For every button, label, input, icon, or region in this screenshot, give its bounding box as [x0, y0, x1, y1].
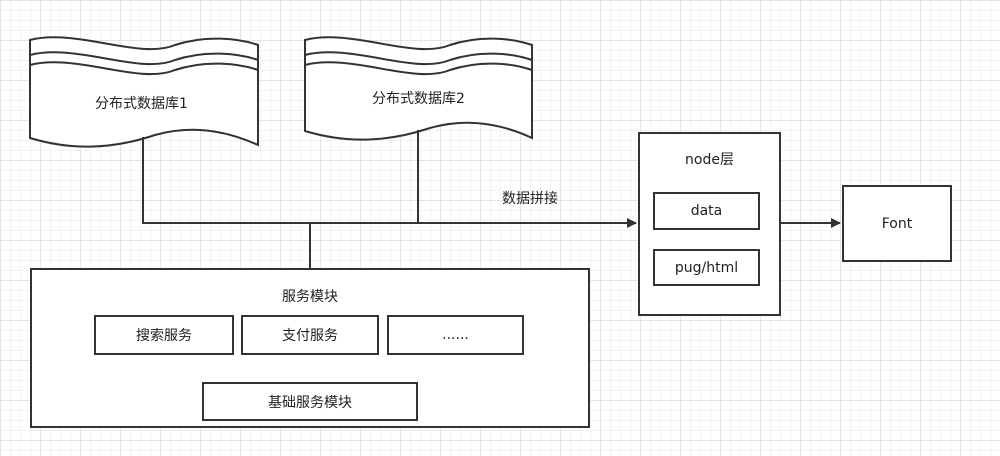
- font-box: Font: [842, 185, 952, 262]
- database-2-label: 分布式数据库2: [372, 91, 465, 107]
- node-layer-title: node层: [685, 152, 734, 168]
- database-2-shape: [304, 36, 533, 141]
- node-data-box: data: [653, 192, 760, 230]
- database-1-label: 分布式数据库1: [95, 96, 188, 112]
- database-1-shape: [29, 36, 259, 148]
- db1-connector: [142, 137, 310, 224]
- node-pug-html-box: pug/html: [653, 249, 760, 286]
- more-services-box: ......: [387, 315, 524, 355]
- base-service-module-box: 基础服务模块: [202, 382, 418, 421]
- service-module-title: 服务模块: [282, 289, 338, 305]
- search-service-box: 搜索服务: [94, 315, 234, 355]
- data-join-label: 数据拼接: [502, 191, 558, 207]
- payment-service-box: 支付服务: [241, 315, 379, 355]
